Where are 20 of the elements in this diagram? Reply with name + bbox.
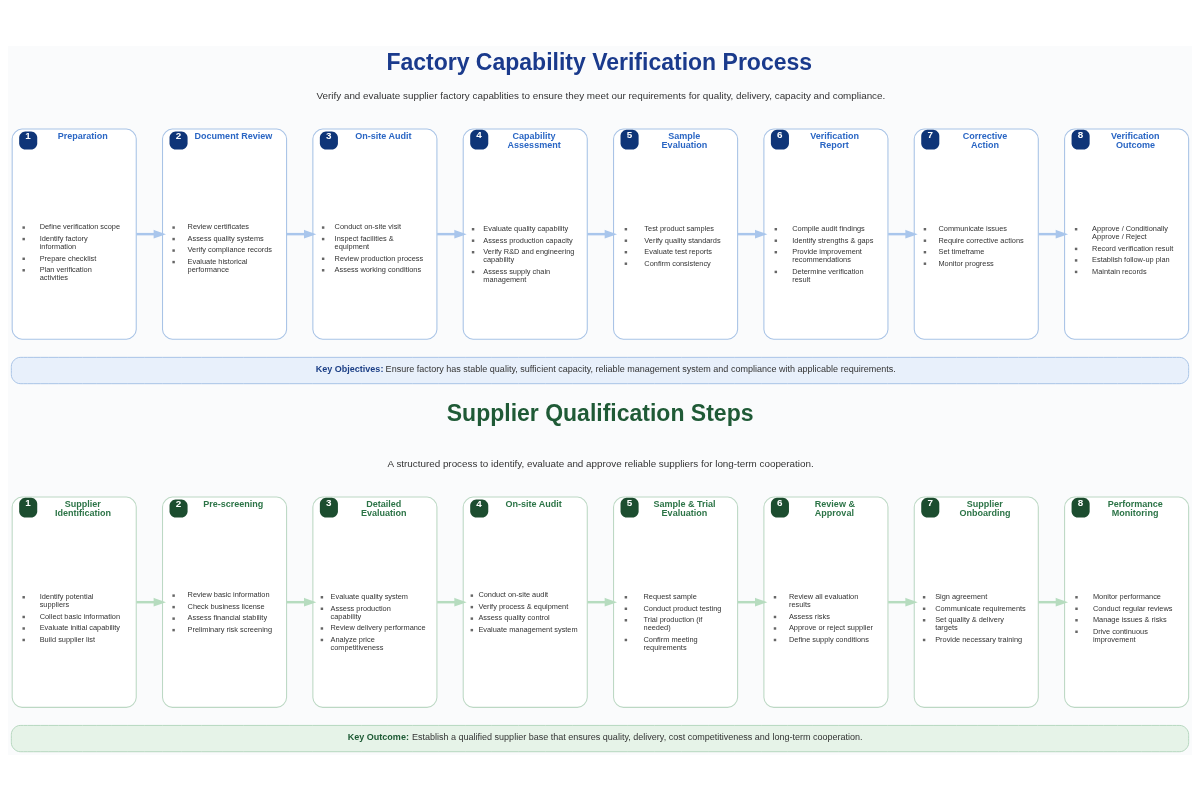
arrow	[286, 597, 317, 606]
arrow	[1038, 229, 1069, 238]
arrow	[437, 229, 467, 238]
label: Supplier Qualification Steps	[446, 399, 754, 426]
arrow	[136, 597, 166, 606]
arrow	[737, 597, 768, 606]
arrow	[437, 597, 467, 606]
node-box: Key Objectives: Ensure factory has stable quality, sufficient capacity, reliable management system and compliance with applicable requirements.	[10, 356, 1190, 384]
arrow	[1038, 597, 1069, 606]
arrow	[286, 229, 317, 238]
arrow	[136, 229, 166, 238]
arrow	[888, 229, 918, 238]
arrow	[587, 229, 618, 238]
arrow	[587, 597, 617, 606]
node-box: Key Outcome: Establish a qualified supplier base that ensures quality, delivery, cost competitiveness and long-term cooperation.	[10, 724, 1190, 752]
arrow	[888, 597, 918, 606]
label: A structured process to identify, evaluate and approve reliable suppliers for long-term cooperation.	[387, 457, 814, 469]
diagram-title: Factory Capability Verification Process	[386, 48, 813, 75]
label: Verify and evaluate supplier factory capablities to ensure they meet our requirements for quality, delivery, capacity and compliance.	[316, 89, 886, 101]
arrow	[737, 229, 768, 238]
